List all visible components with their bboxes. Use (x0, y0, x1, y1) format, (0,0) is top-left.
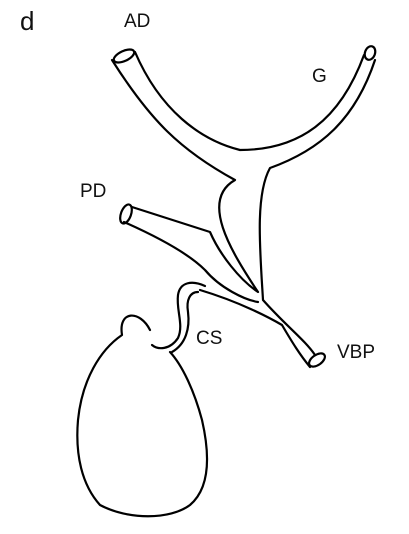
g-duct-opening (363, 45, 377, 62)
pd-duct-opening (118, 203, 134, 225)
panel-letter: d (20, 8, 34, 34)
label-g: G (312, 67, 327, 86)
common-duct-outline (112, 60, 258, 292)
label-vbp: VBP (337, 343, 375, 362)
ad-duct-opening (112, 47, 136, 65)
left-duct-wall (260, 60, 375, 355)
cystic-duct-inner-wall (172, 292, 198, 352)
label-pd: PD (80, 182, 106, 201)
label-ad: AD (124, 12, 150, 31)
gallbladder-sac (77, 316, 207, 517)
vbp-duct-opening (307, 351, 327, 370)
pancreatic-duct-lower-wall (124, 222, 258, 302)
label-cs: CS (196, 329, 222, 348)
right-duct-wall (135, 52, 364, 150)
